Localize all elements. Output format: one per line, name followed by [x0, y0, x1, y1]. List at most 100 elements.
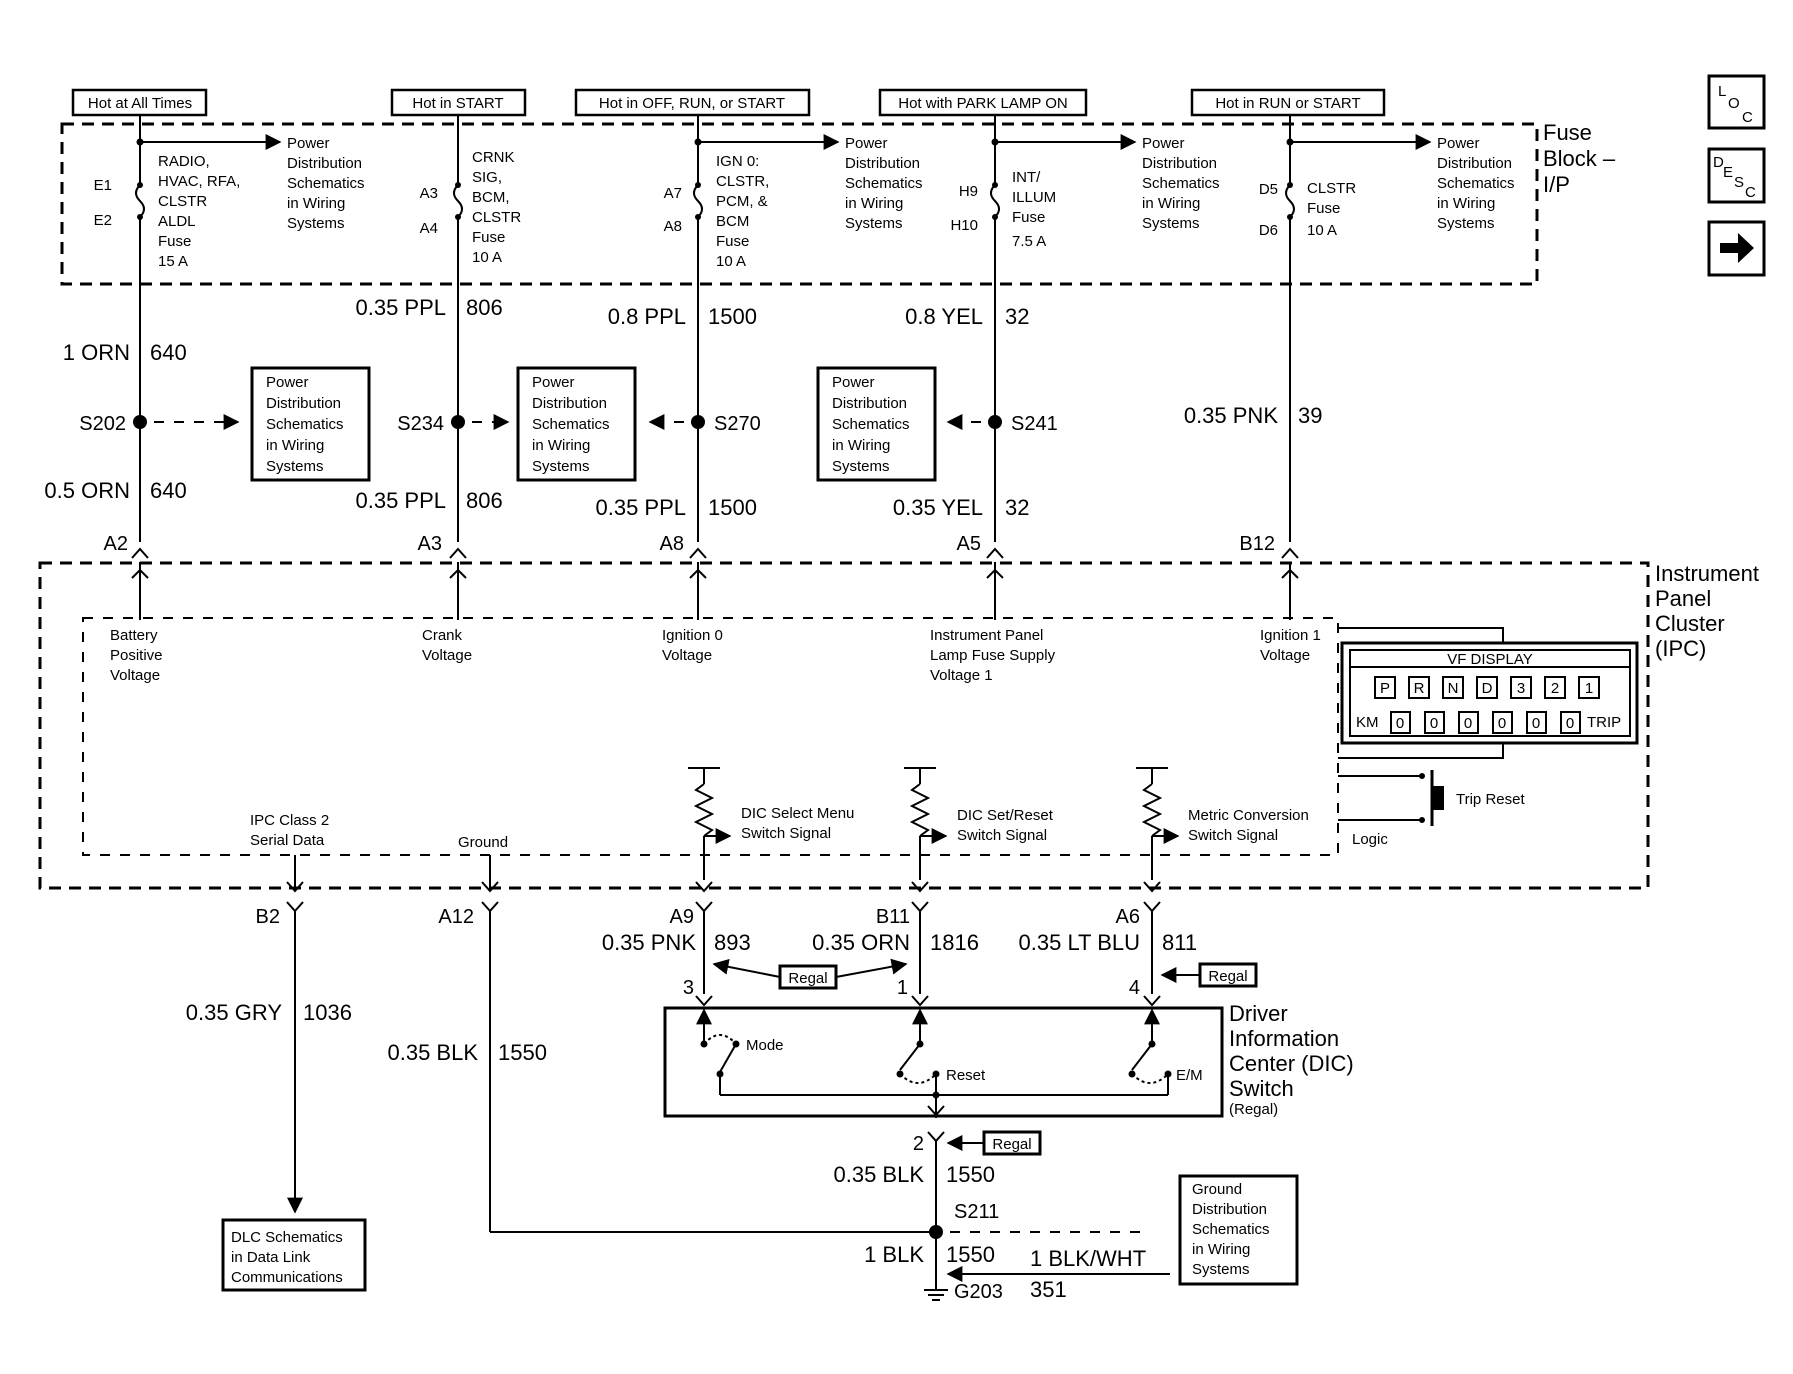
svg-text:Schematics: Schematics	[287, 175, 365, 192]
power-dist-ref-1: Power Distribution Schematics in Wiring …	[287, 135, 365, 232]
svg-text:Schematics: Schematics	[532, 416, 610, 433]
svg-text:S: S	[1734, 174, 1744, 191]
header-box-hot-park-lamp	[878, 88, 1088, 117]
fuse-e1-pin: E1	[94, 177, 112, 194]
svg-text:in Data Link: in Data Link	[231, 1249, 311, 1266]
splice-s202-label: S202	[79, 413, 126, 435]
svg-text:Information: Information	[1229, 1026, 1339, 1051]
ipc-output-ground: Ground	[458, 834, 508, 851]
svg-text:10 A: 10 A	[472, 249, 502, 266]
svg-text:C: C	[1742, 109, 1753, 126]
svg-text:Schematics: Schematics	[1437, 175, 1515, 192]
svg-text:Distribution: Distribution	[287, 155, 362, 172]
svg-text:IPC Class 2: IPC Class 2	[250, 812, 329, 829]
dic-common-bus	[720, 1091, 1168, 1118]
svg-text:Metric Conversion: Metric Conversion	[1188, 807, 1309, 824]
wire-circuit-640-upper: 640	[150, 340, 187, 365]
svg-text:Distribution: Distribution	[532, 395, 607, 412]
svg-text:Schematics: Schematics	[1192, 1221, 1270, 1238]
splice-s234-dot	[451, 415, 465, 429]
dic-wires: 0.35 PNK 893 3 0.35 ORN 1816 1 0.35 LT B…	[602, 911, 1197, 1007]
fuse-a8-pin: A8	[664, 218, 682, 235]
svg-text:Power: Power	[266, 374, 309, 391]
svg-text:Fuse: Fuse	[158, 233, 191, 250]
next-arrow-icon[interactable]	[1707, 220, 1766, 277]
svg-text:1: 1	[1585, 680, 1593, 697]
svg-text:CLSTR: CLSTR	[158, 193, 207, 210]
svg-text:Regal: Regal	[1208, 968, 1247, 985]
svg-text:Battery: Battery	[110, 627, 158, 644]
svg-text:in Wiring: in Wiring	[1142, 195, 1200, 212]
wire-gauge-1-orn: 1 ORN	[63, 340, 130, 365]
svg-text:2: 2	[1551, 680, 1559, 697]
svg-text:Systems: Systems	[832, 458, 890, 475]
header-hot-all-times: Hot at All Times	[88, 95, 192, 112]
svg-text:E/M: E/M	[1176, 1067, 1203, 1084]
svg-text:Cluster: Cluster	[1655, 611, 1725, 636]
dic-reset-switch: Reset	[896, 1008, 986, 1095]
svg-text:0: 0	[1396, 715, 1404, 732]
fuse-clstr-label: CLSTR Fuse 10 A	[1307, 180, 1356, 239]
svg-text:0: 0	[1498, 715, 1506, 732]
ipc-pin-a2: A2	[104, 533, 128, 555]
svg-text:CRNK: CRNK	[472, 149, 515, 166]
svg-text:N: N	[1448, 680, 1459, 697]
power-dist-box-3: Power Distribution Schematics in Wiring …	[816, 366, 937, 482]
wire-gauge-0-35-blk-dic: 0.35 BLK	[833, 1162, 924, 1187]
svg-text:INT/: INT/	[1012, 169, 1041, 186]
ipc-pin-a12: A12	[438, 906, 474, 928]
loc-icon[interactable]: L O C	[1707, 74, 1766, 130]
svg-text:Schematics: Schematics	[845, 175, 923, 192]
svg-text:in Wiring: in Wiring	[1437, 195, 1495, 212]
wire-circuit-1500-lower: 1500	[708, 495, 757, 520]
svg-text:Communications: Communications	[231, 1269, 343, 1286]
wire-circuit-351: 351	[1030, 1277, 1067, 1302]
svg-text:Power: Power	[1142, 135, 1185, 152]
svg-text:HVAC, RFA,: HVAC, RFA,	[158, 173, 240, 190]
svg-text:CLSTR,: CLSTR,	[716, 173, 769, 190]
wire-gauge-0-35-pnk-39: 0.35 PNK	[1184, 403, 1278, 428]
metric-conversion-signal: Metric Conversion Switch Signal	[1136, 767, 1309, 880]
svg-text:10 A: 10 A	[1307, 222, 1337, 239]
svg-text:10 A: 10 A	[716, 253, 746, 270]
wire-circuit-1550-g203: 1550	[946, 1242, 995, 1267]
regal-tag-1: Regal	[712, 958, 908, 990]
wire-circuit-1036: 1036	[303, 1000, 352, 1025]
svg-text:Lamp Fuse Supply: Lamp Fuse Supply	[930, 647, 1056, 664]
splice-s202-dot	[133, 415, 147, 429]
svg-text:BCM,: BCM,	[472, 189, 510, 206]
odometer-trip-label: TRIP	[1587, 714, 1621, 731]
svg-text:D: D	[1482, 680, 1493, 697]
fuse-block-title-3: I/P	[1543, 172, 1570, 197]
wire-gauge-1-blk: 1 BLK	[864, 1242, 924, 1267]
circuit-e1-e2: E1 E2 RADIO, HVAC, RFA, CLSTR ALDL Fuse …	[44, 115, 365, 620]
svg-text:Systems: Systems	[1142, 215, 1200, 232]
dic-pin-1: 1	[897, 977, 908, 999]
circuit-b2-dlc: 0.35 GRY 1036 DLC Schematics in Data Lin…	[186, 911, 367, 1292]
ipc-pin-b12: B12	[1239, 533, 1275, 555]
svg-text:Distribution: Distribution	[1142, 155, 1217, 172]
wire-circuit-32-lower: 32	[1005, 495, 1029, 520]
fuse-a4-pin: A4	[420, 220, 438, 237]
splice-s270-label: S270	[714, 413, 761, 435]
svg-text:ALDL: ALDL	[158, 213, 196, 230]
wire-circuit-1550-dic: 1550	[946, 1162, 995, 1187]
svg-text:0: 0	[1430, 715, 1438, 732]
wire-circuit-811: 811	[1162, 930, 1197, 955]
svg-text:Systems: Systems	[532, 458, 590, 475]
splice-s241-dot	[988, 415, 1002, 429]
svg-text:ILLUM: ILLUM	[1012, 189, 1056, 206]
fuse-radio-label: RADIO, HVAC, RFA, CLSTR ALDL Fuse 15 A	[158, 153, 240, 270]
dic-subtitle-regal: (Regal)	[1229, 1101, 1278, 1118]
vf-display: VF DISPLAY P R N D 3 2 1 KM 0 0 0 0	[1338, 627, 1639, 759]
svg-text:CLSTR: CLSTR	[472, 209, 521, 226]
header-box-hot-off-run-start	[574, 88, 811, 117]
svg-text:in Wiring: in Wiring	[266, 437, 324, 454]
splice-s270-dot	[691, 415, 705, 429]
dic-switch-box	[663, 1006, 1224, 1118]
svg-text:O: O	[1728, 95, 1740, 112]
wire-gauge-0-35-yel: 0.35 YEL	[893, 495, 983, 520]
svg-text:Panel: Panel	[1655, 586, 1711, 611]
svg-text:in Wiring: in Wiring	[532, 437, 590, 454]
desc-icon[interactable]: D E S C	[1707, 147, 1766, 204]
